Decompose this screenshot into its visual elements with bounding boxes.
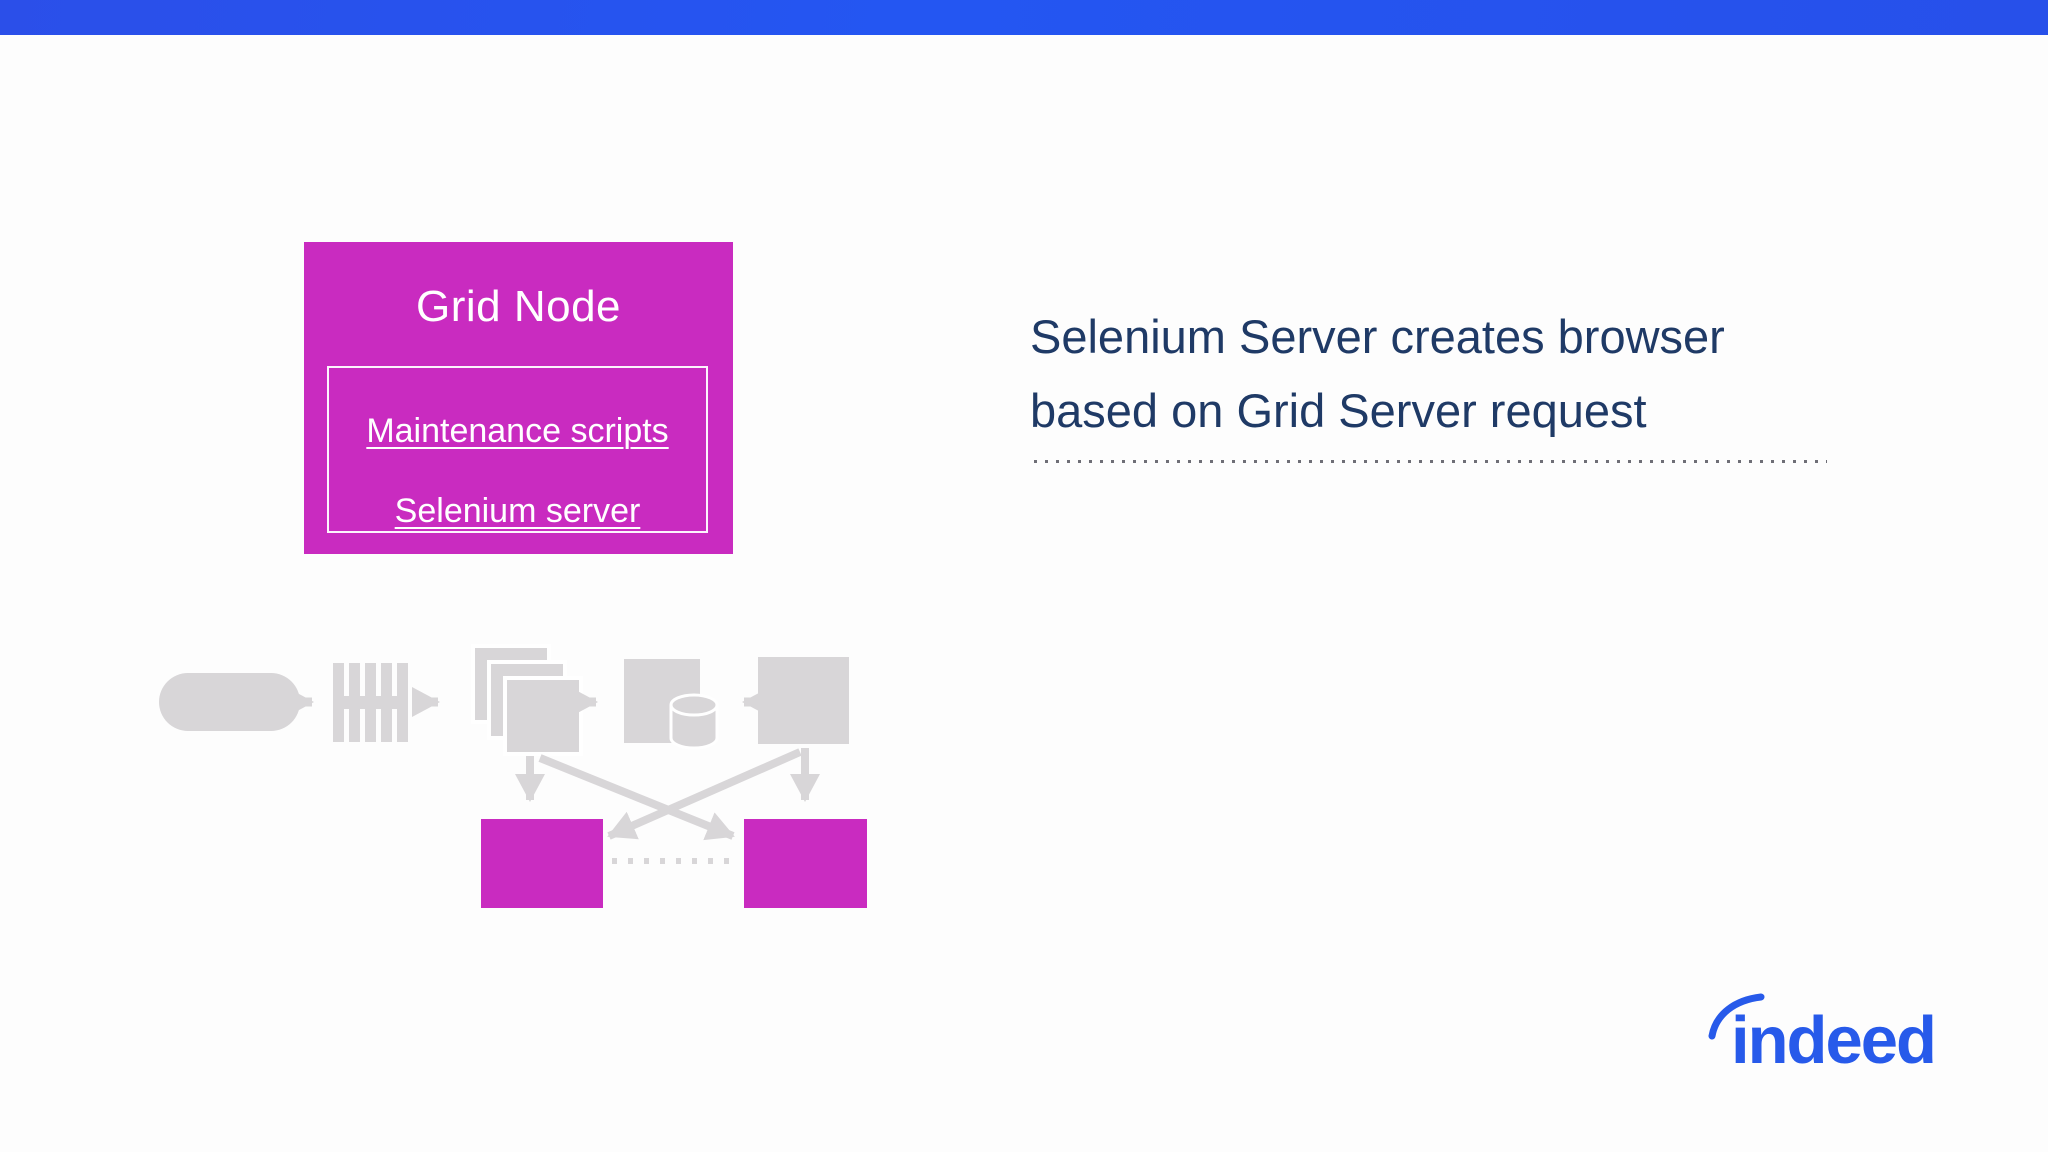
maintenance-scripts-link[interactable]: Maintenance scripts: [366, 412, 669, 450]
slide-heading: Selenium Server creates browser based on…: [1030, 300, 1860, 448]
dotted-separator: [1034, 460, 1827, 463]
indeed-logo-text: indeed: [1731, 1003, 1937, 1078]
indeed-arc-icon: [1708, 993, 1765, 1040]
hub-with-database-icon: [624, 659, 719, 750]
client-pill-icon: [159, 673, 300, 731]
slide-heading-line1: Selenium Server creates browser: [1030, 310, 1725, 363]
pipeline-diagram: [159, 644, 867, 908]
stacked-pages-icon: [471, 644, 583, 756]
slide-heading-line2: based on Grid Server request: [1030, 384, 1647, 437]
selenium-server-link[interactable]: Selenium server: [394, 492, 641, 530]
grid-server-icon: [758, 657, 849, 744]
arrow-cross-to-right: [538, 754, 735, 841]
top-accent-bar: [0, 0, 2048, 35]
arrow-cross-to-left: [607, 748, 802, 840]
grid-node-title: Grid Node: [415, 282, 622, 331]
indeed-logo: indeed: [1705, 990, 1975, 1080]
queue-icon: [333, 663, 408, 742]
grid-node-box: Grid Node Maintenance scripts Selenium s…: [304, 242, 733, 554]
browser-node-left: [481, 819, 603, 908]
browser-node-right: [744, 819, 867, 908]
grid-node-inner-box: Maintenance scripts Selenium server: [327, 366, 708, 533]
